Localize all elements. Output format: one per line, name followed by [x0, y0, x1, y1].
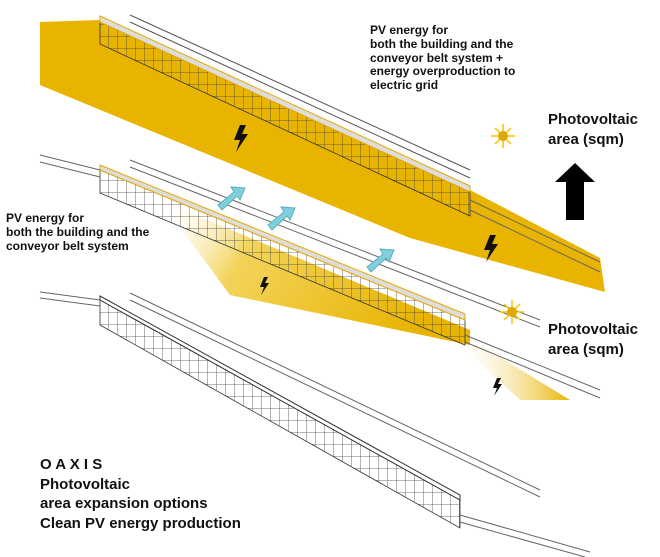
pv-area-large [40, 20, 605, 292]
pv-roof [99, 15, 471, 193]
title-line: area expansion options [40, 495, 208, 512]
sun-icon [500, 300, 524, 324]
label-line: area (sqm) [548, 130, 624, 148]
note-line: conveyor belt system [6, 238, 129, 253]
label-line: area (sqm) [548, 340, 624, 358]
note-line: both the building and the [370, 36, 514, 51]
diagram-title: O A X I S Photovoltaic area expansion op… [40, 455, 241, 533]
title-line: Photovoltaic [40, 475, 131, 493]
sun-icon [491, 124, 515, 148]
conveyor-truss [39, 291, 591, 557]
expansion-arrow-icon [366, 248, 395, 273]
pv-area-label-bottom: Photovoltaic area (sqm) [548, 320, 638, 359]
conveyor-rail [469, 199, 601, 273]
top-note: PV energy for both the building and the … [370, 23, 516, 93]
expansion-arrow-icon [217, 186, 246, 211]
title-line: Clean PV energy production [40, 514, 241, 532]
conveyor-truss [39, 154, 541, 328]
label-line: Photovoltaic [548, 321, 639, 338]
expansion-arrow-icon [267, 206, 296, 231]
lightning-icon [484, 235, 498, 262]
expansion-arrows [217, 186, 395, 273]
conveyor-rail [464, 334, 601, 399]
lightning-icon [260, 277, 269, 295]
note-line: PV energy for [6, 211, 85, 225]
option-no-pv [39, 291, 591, 557]
pv-roof [99, 164, 466, 321]
brand-name: O A X I S [40, 456, 103, 473]
middle-note: PV energy for both the building and the … [6, 211, 150, 253]
note-line: energy overproduction to [370, 64, 516, 79]
pv-area-small [460, 345, 570, 400]
option-medium-pv [39, 154, 601, 400]
note-line: PV energy for [370, 23, 449, 37]
label-line: Photovoltaic [548, 111, 639, 128]
note-line: both the building and the [6, 224, 150, 239]
up-arrow-icon [555, 163, 595, 220]
option-large-pv [40, 14, 605, 292]
conveyor-truss [129, 14, 471, 179]
lightning-icon [234, 125, 248, 152]
note-line: electric grid [370, 78, 439, 93]
pv-area-label-top: Photovoltaic area (sqm) [548, 110, 638, 149]
lightning-icon [493, 378, 502, 396]
note-line: conveyor belt system + [370, 50, 504, 65]
